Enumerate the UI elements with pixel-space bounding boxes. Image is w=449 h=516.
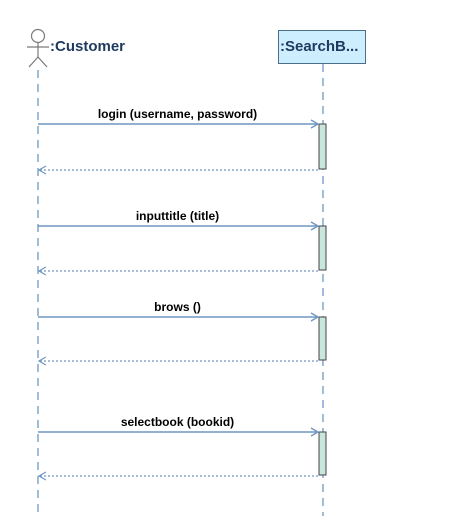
- message-label: inputtitle (title): [135, 209, 220, 223]
- activation-bar: [318, 225, 327, 271]
- return-arrowhead: [37, 356, 47, 366]
- message-label: brows (): [154, 300, 201, 314]
- activation-bar: [318, 431, 327, 476]
- message-arrowhead: [310, 119, 320, 129]
- object-label: :SearchB...: [280, 38, 359, 55]
- stick-figure-icon: [27, 28, 49, 68]
- actor-label: :Customer: [50, 38, 126, 55]
- message-arrowhead: [310, 312, 320, 322]
- return-arrowhead: [37, 165, 47, 175]
- message-arrowhead: [310, 427, 320, 437]
- return-arrowhead: [37, 266, 47, 276]
- message-label: login (username, password): [97, 107, 258, 121]
- return-arrowhead: [37, 471, 47, 481]
- message-label: selectbook (bookid): [120, 415, 235, 429]
- searchbook-object-box: :SearchB...: [278, 30, 366, 64]
- activation-bar: [318, 123, 327, 170]
- message-arrowhead: [310, 221, 320, 231]
- activation-bar: [318, 316, 327, 361]
